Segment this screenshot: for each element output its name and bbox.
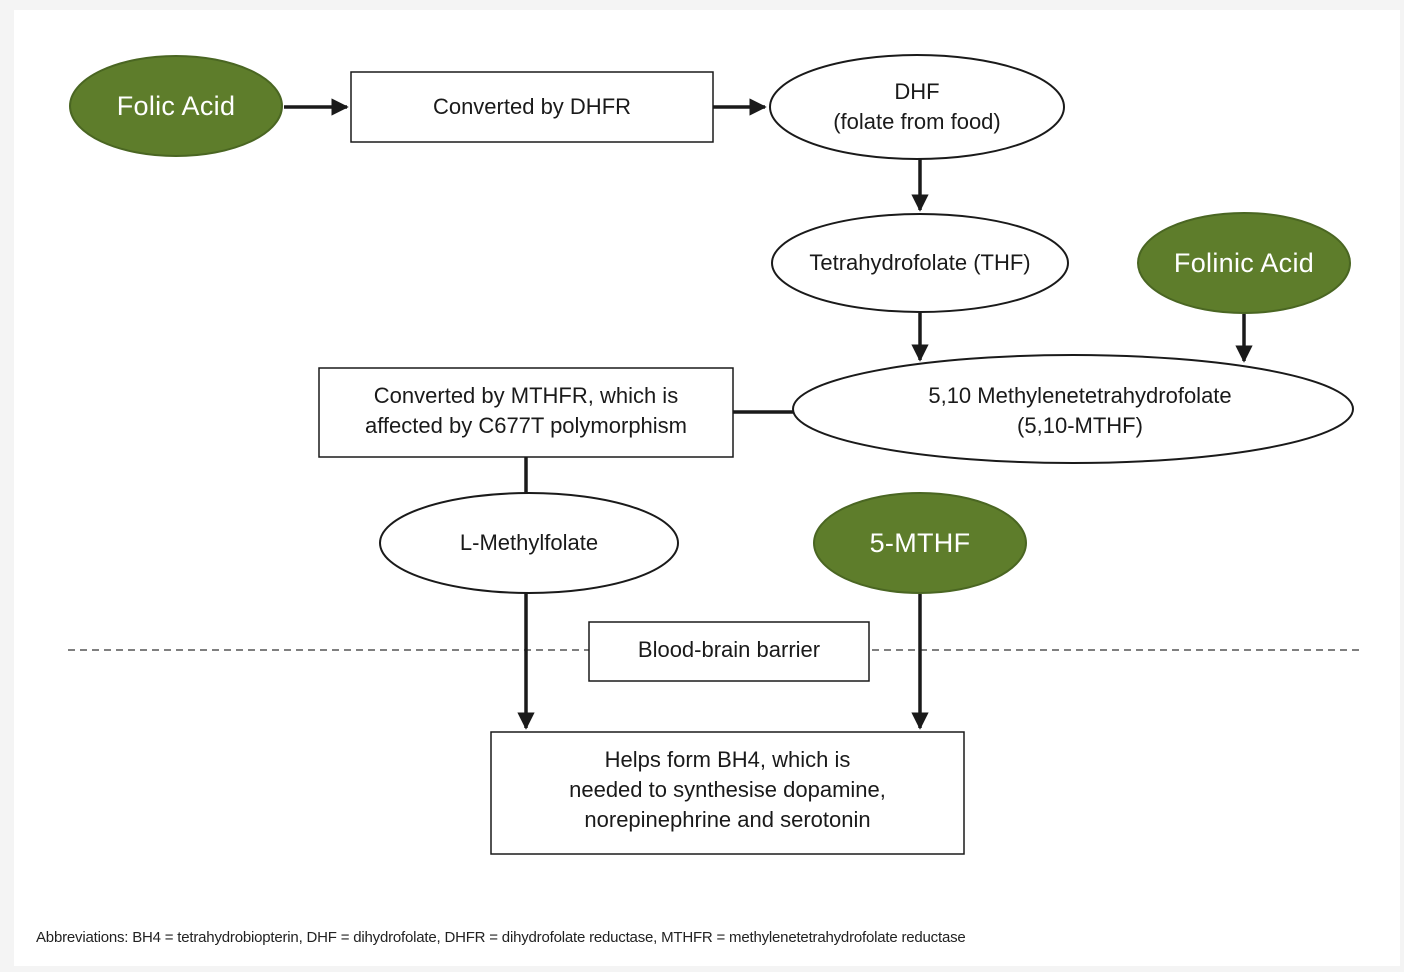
bh4-node — [490, 731, 965, 855]
mthf-5-node — [813, 492, 1027, 594]
mthf-5-label: 5-MTHF — [869, 528, 971, 558]
folic-acid-label: Folic Acid — [116, 91, 236, 121]
folinic-acid-label: Folinic Acid — [1173, 248, 1315, 278]
mthf-510-node — [792, 354, 1354, 464]
converted-mthfr-node — [318, 367, 734, 458]
bbb-box — [588, 621, 870, 682]
abbreviations-footnote: Abbreviations: BH4 = tetrahydrobiopterin… — [36, 929, 966, 946]
converted-dhfr-label: Converted by DHFR — [432, 94, 632, 119]
mthf-510-label: 5,10 Methylenetetrahydrofolate (5,10-MTH… — [928, 383, 1232, 438]
dhf-node — [769, 54, 1065, 160]
bh4-label: Helps form BH4, which is needed to synth… — [569, 747, 886, 832]
bbb-label: Blood-brain barrier — [637, 637, 821, 662]
l-methylfolate-node — [379, 492, 679, 594]
folinic-acid-node — [1137, 212, 1351, 314]
thf-label: Tetrahydrofolate (THF) — [809, 250, 1031, 275]
thf-node — [771, 213, 1069, 313]
folic-acid-node — [69, 55, 283, 157]
l-methylfolate-label: L-Methylfolate — [459, 530, 599, 555]
converted-dhfr-node — [350, 71, 714, 143]
converted-mthfr-label: Converted by MTHFR, which is affected by… — [364, 383, 688, 438]
dhf-label: DHF (folate from food) — [833, 79, 1001, 134]
